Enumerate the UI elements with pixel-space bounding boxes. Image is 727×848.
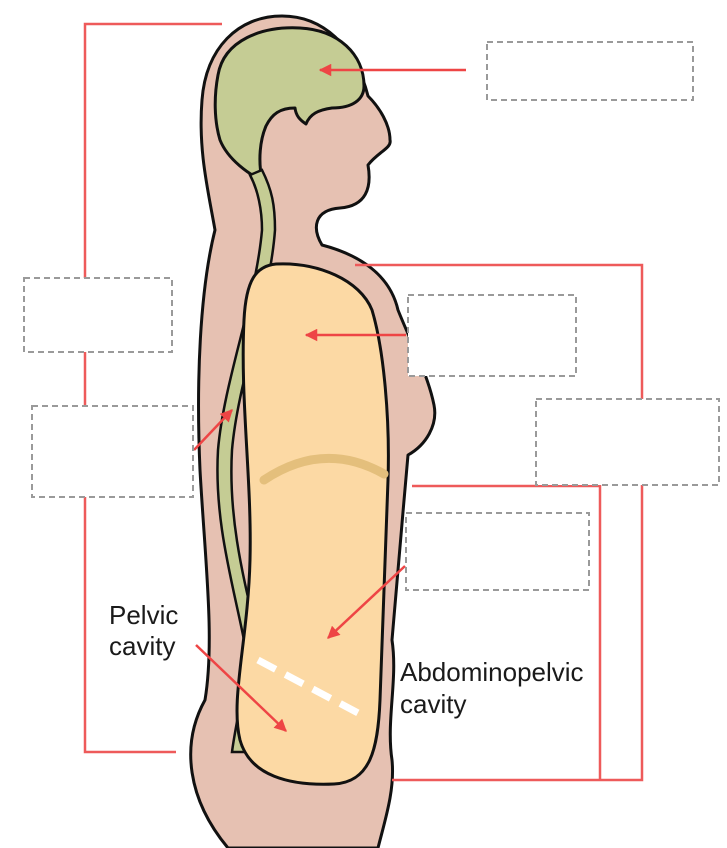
abdominopelvic-label-line1: Abdominopelvic bbox=[400, 657, 584, 687]
arrow-to-vertebral bbox=[193, 409, 233, 451]
blank-label-thoracic[interactable] bbox=[407, 294, 577, 377]
dorsal-cavity-bracket bbox=[83, 22, 222, 754]
blank-label-abdominal[interactable] bbox=[405, 512, 590, 591]
arrow-to-abdominal bbox=[327, 565, 406, 639]
ventral-cavity bbox=[235, 262, 390, 786]
abdominopelvic-label-line2: cavity bbox=[400, 689, 466, 719]
blank-label-ventral[interactable] bbox=[535, 398, 720, 486]
blank-label-cranial[interactable] bbox=[486, 41, 694, 101]
blank-label-dorsal[interactable] bbox=[23, 277, 173, 353]
pelvic-divider bbox=[256, 656, 362, 718]
abdominopelvic-bracket bbox=[412, 484, 602, 780]
diaphragm bbox=[259, 454, 389, 485]
blank-label-vertebral[interactable] bbox=[31, 405, 194, 498]
pelvic-label-line2: cavity bbox=[109, 631, 175, 661]
pelvic-label-line1: Pelvic bbox=[109, 600, 178, 630]
arrow-to-pelvic bbox=[195, 644, 287, 732]
ventral-cavity-bracket bbox=[355, 263, 644, 782]
